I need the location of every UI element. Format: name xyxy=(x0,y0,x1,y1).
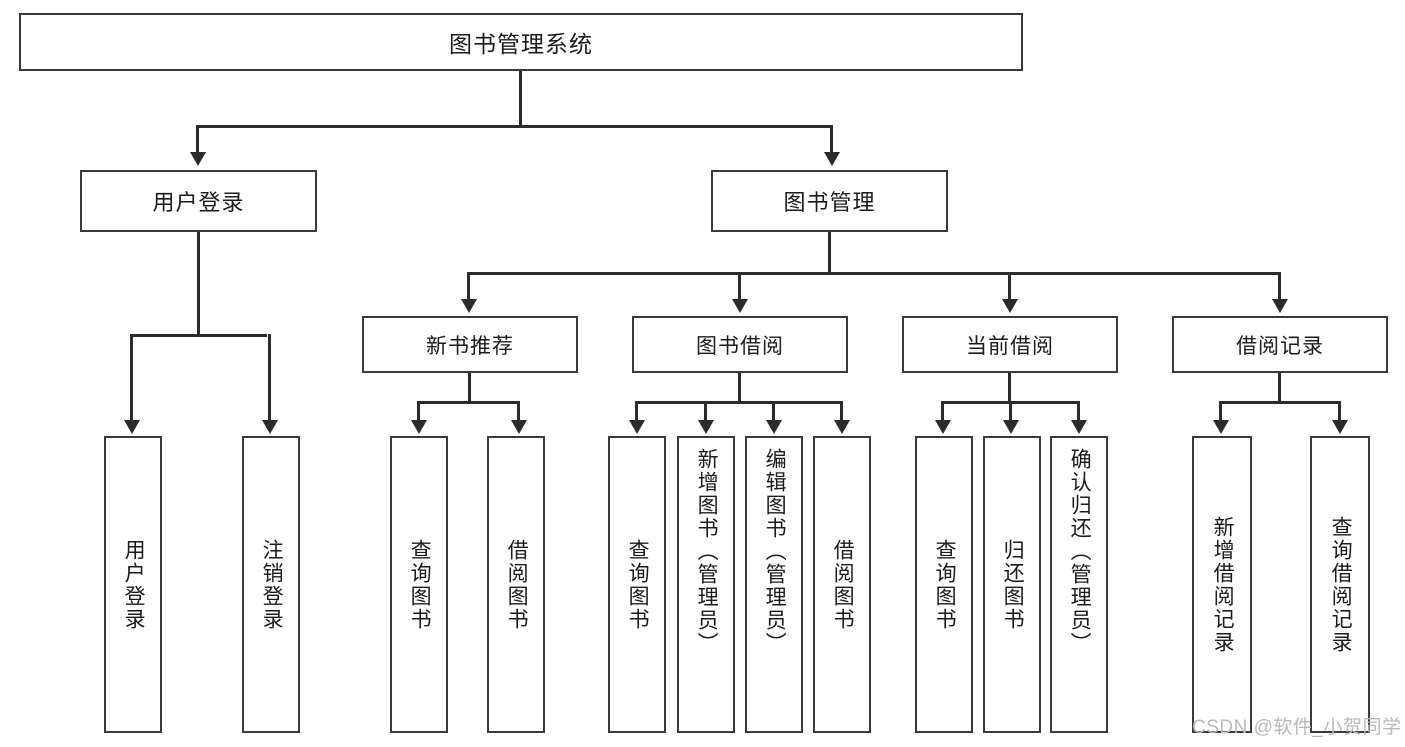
node-label: 确认归还（管理员） xyxy=(1068,448,1092,655)
connector-user-login-stem xyxy=(197,232,200,336)
node-label: 新增借阅记录 xyxy=(1211,515,1235,654)
arrow-cb-to-leaf-3 xyxy=(1071,420,1087,434)
leaf-bb-edit-book-admin[interactable]: 编辑图书（管理员） xyxy=(745,436,803,733)
leaf-cb-return-book[interactable]: 归还图书 xyxy=(983,436,1041,733)
arrow-bm-to-current-borrow xyxy=(1002,299,1018,313)
connector-root-bus xyxy=(196,125,833,128)
connector-bb-to-leaf-4 xyxy=(840,401,843,422)
connector-user-login-to-leaf-1 xyxy=(130,334,133,422)
connector-bm-to-current-borrow xyxy=(1008,272,1011,300)
connector-root-to-book-management xyxy=(830,125,833,153)
arrow-bb-to-leaf-4 xyxy=(834,420,850,434)
arrow-user-login-to-leaf-1 xyxy=(124,420,140,434)
node-label: 当前借阅 xyxy=(966,334,1054,358)
arrow-bb-to-leaf-3 xyxy=(766,420,782,434)
connector-bb-to-leaf-1 xyxy=(635,401,638,422)
leaf-br-add-record[interactable]: 新增借阅记录 xyxy=(1192,436,1252,733)
connector-bm-to-borrow-record xyxy=(1278,272,1281,300)
connector-cb-to-leaf-1 xyxy=(941,401,944,422)
connector-bm-to-book-borrow xyxy=(738,272,741,300)
arrow-root-to-book-management xyxy=(824,152,840,166)
node-label: 图书管理 xyxy=(783,190,876,215)
node-label: 图书借阅 xyxy=(696,334,784,358)
connector-bb-to-leaf-3 xyxy=(772,401,775,422)
connector-user-login-bus xyxy=(130,334,267,337)
leaf-user-login-login[interactable]: 用户登录 xyxy=(104,436,162,733)
node-label: 图书管理系统 xyxy=(449,31,593,57)
connector-bm-to-new-book xyxy=(467,272,470,300)
connector-nbr-stem xyxy=(468,373,471,403)
leaf-cb-confirm-return-admin[interactable]: 确认归还（管理员） xyxy=(1050,436,1108,733)
node-book-borrow[interactable]: 图书借阅 xyxy=(632,316,848,373)
arrow-root-to-user-login xyxy=(190,152,206,166)
node-root-book-management-system[interactable]: 图书管理系统 xyxy=(19,13,1023,71)
leaf-br-query-record[interactable]: 查询借阅记录 xyxy=(1310,436,1370,733)
node-new-book-recommend[interactable]: 新书推荐 xyxy=(362,316,578,373)
node-label: 查询图书 xyxy=(933,538,957,631)
arrow-user-login-to-leaf-2 xyxy=(262,420,278,434)
node-user-login[interactable]: 用户登录 xyxy=(80,170,317,232)
connector-bb-bus xyxy=(635,401,842,404)
node-label: 新增图书（管理员） xyxy=(695,448,719,655)
connector-cb-to-leaf-3 xyxy=(1077,401,1080,422)
arrow-bb-to-leaf-1 xyxy=(629,420,645,434)
arrow-bm-to-new-book xyxy=(461,299,477,313)
connector-book-management-bus xyxy=(467,272,1281,275)
leaf-bb-borrow-book[interactable]: 借阅图书 xyxy=(813,436,871,733)
connector-br-to-leaf-1 xyxy=(1219,401,1222,422)
node-label: 用户登录 xyxy=(122,538,146,631)
leaf-bb-query-book[interactable]: 查询图书 xyxy=(608,436,666,733)
connector-nbr-to-leaf-2 xyxy=(517,401,520,422)
connector-user-login-to-leaf-2 xyxy=(268,334,271,422)
node-label: 编辑图书（管理员） xyxy=(763,448,787,655)
connector-bb-stem xyxy=(738,373,741,403)
node-label: 查询图书 xyxy=(626,538,650,631)
node-label: 注销登录 xyxy=(260,538,284,631)
node-label: 归还图书 xyxy=(1001,538,1025,631)
connector-br-bus xyxy=(1219,401,1341,404)
connector-root-stem xyxy=(519,71,522,127)
connector-book-management-stem xyxy=(828,232,831,274)
connector-bb-to-leaf-2 xyxy=(704,401,707,422)
arrow-br-to-leaf-2 xyxy=(1332,420,1348,434)
connector-nbr-bus xyxy=(417,401,520,404)
arrow-br-to-leaf-1 xyxy=(1213,420,1229,434)
arrow-cb-to-leaf-2 xyxy=(1003,420,1019,434)
leaf-nbr-borrow-book[interactable]: 借阅图书 xyxy=(487,436,545,733)
node-label: 借阅记录 xyxy=(1236,334,1324,358)
node-label: 用户登录 xyxy=(152,190,245,215)
arrow-bb-to-leaf-2 xyxy=(698,420,714,434)
leaf-nbr-query-book[interactable]: 查询图书 xyxy=(390,436,448,733)
node-book-management[interactable]: 图书管理 xyxy=(711,170,948,232)
leaf-bb-add-book-admin[interactable]: 新增图书（管理员） xyxy=(677,436,735,733)
arrow-cb-to-leaf-1 xyxy=(935,420,951,434)
node-label: 借阅图书 xyxy=(505,538,529,631)
connector-br-to-leaf-2 xyxy=(1338,401,1341,422)
node-label: 查询借阅记录 xyxy=(1329,515,1353,654)
arrow-bm-to-borrow-record xyxy=(1272,299,1288,313)
connector-cb-stem xyxy=(1008,373,1011,403)
connector-br-stem xyxy=(1278,373,1281,403)
node-label: 借阅图书 xyxy=(831,538,855,631)
node-label: 新书推荐 xyxy=(426,334,514,358)
leaf-cb-query-book[interactable]: 查询图书 xyxy=(915,436,973,733)
arrow-nbr-to-leaf-2 xyxy=(511,420,527,434)
connector-root-to-user-login xyxy=(196,125,199,153)
arrow-bm-to-book-borrow xyxy=(732,299,748,313)
connector-nbr-to-leaf-1 xyxy=(417,401,420,422)
node-borrow-record[interactable]: 借阅记录 xyxy=(1172,316,1388,373)
node-label: 查询图书 xyxy=(408,538,432,631)
leaf-user-login-logout[interactable]: 注销登录 xyxy=(242,436,300,733)
node-current-borrow[interactable]: 当前借阅 xyxy=(902,316,1118,373)
arrow-nbr-to-leaf-1 xyxy=(411,420,427,434)
connector-cb-to-leaf-2 xyxy=(1009,401,1012,422)
